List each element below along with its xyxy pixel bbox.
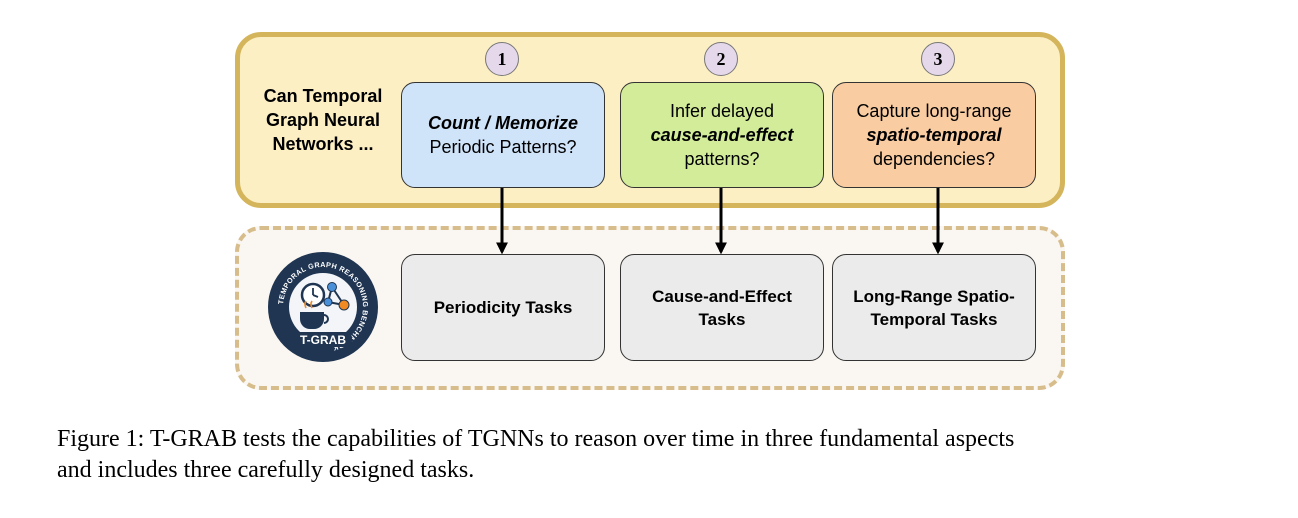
caption-line-1: Figure 1: T-GRAB tests the capabilities …: [57, 426, 1015, 452]
aspect-3-emphasis: spatio-temporal: [866, 125, 1002, 145]
aspect-2-line-3: patterns?: [684, 149, 760, 169]
logo-name-plate: [294, 332, 352, 347]
aspect-1-line-2: Periodic Patterns?: [429, 137, 577, 157]
aspect-2-emphasis: cause-and-effect: [650, 125, 794, 145]
task-box-cause-and-effect: Cause-and-Effect Tasks: [620, 254, 824, 361]
clock-icon: [300, 282, 326, 308]
aspect-question-box-1: Count / Memorize Periodic Patterns?: [401, 82, 605, 188]
aspect-number-badge-1: 1: [485, 42, 519, 76]
task-label-2: Cause-and-Effect Tasks: [652, 286, 792, 329]
aspect-number-badge-2: 2: [704, 42, 738, 76]
t-grab-logo: TEMPORAL GRAPH REASONING BENCHMARK T-GRA…: [268, 252, 378, 362]
coffee-cup-icon: [300, 300, 329, 329]
aspect-question-box-3: Capture long-range spatio-temporal depen…: [832, 82, 1036, 188]
aspect-question-box-2: Infer delayed cause-and-effect patterns?: [620, 82, 824, 188]
task-box-periodicity: Periodicity Tasks: [401, 254, 605, 361]
question-label: Can Temporal Graph Neural Networks ...: [248, 84, 398, 156]
question-label-line-3: Networks ...: [272, 134, 374, 154]
aspect-number-badge-3: 3: [921, 42, 955, 76]
task-box-long-range: Long-Range Spatio-Temporal Tasks: [832, 254, 1036, 361]
question-label-line-2: Graph Neural: [265, 110, 381, 130]
aspect-3-line-3: dependencies?: [872, 149, 996, 169]
figure-caption: Figure 1: T-GRAB tests the capabilities …: [57, 424, 1277, 486]
aspect-1-emphasis: Count / Memorize: [427, 113, 578, 133]
question-label-line-1: Can Temporal: [263, 86, 383, 106]
logo-name: T-GRAB: [300, 333, 346, 347]
aspect-2-line-1: Infer delayed: [669, 101, 775, 121]
task-label-3: Long-Range Spatio-Temporal Tasks: [853, 286, 1015, 329]
task-label-1: Periodicity Tasks: [433, 298, 573, 317]
aspect-3-line-1: Capture long-range: [856, 101, 1012, 121]
caption-line-2: and includes three carefully designed ta…: [57, 457, 475, 483]
graph-icon: [323, 282, 350, 311]
